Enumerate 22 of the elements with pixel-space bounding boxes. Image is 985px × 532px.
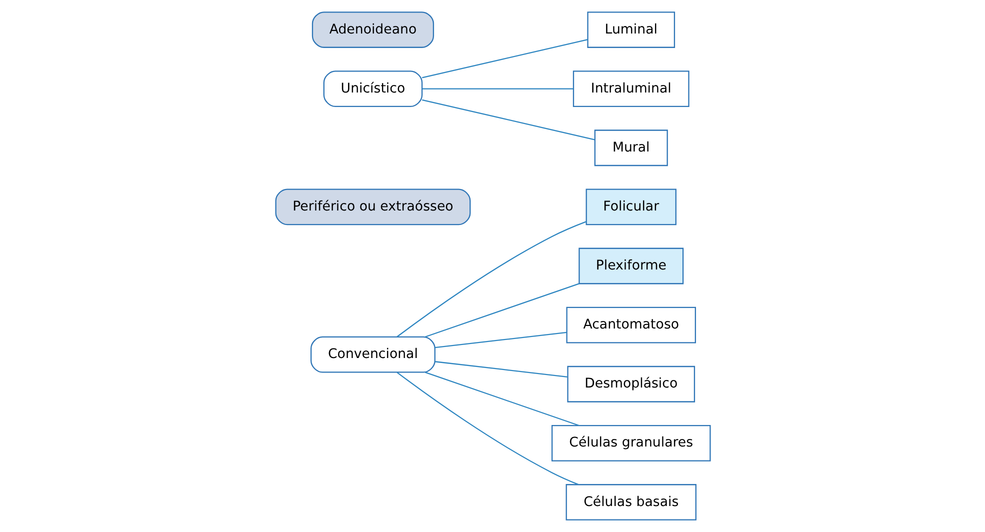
connector (434, 361, 567, 378)
connector (396, 221, 586, 338)
node-box: Acantomatoso (566, 306, 696, 344)
connector (422, 99, 594, 140)
node-box: Convencional (310, 336, 435, 373)
node-box: Luminal (586, 12, 675, 48)
node-box: Células basais (565, 484, 696, 520)
node-box: Células granulares (550, 424, 710, 462)
node-box: Folicular (585, 188, 676, 226)
node-box: Desmoplásico (566, 366, 695, 402)
node-box: Adenoideano (311, 12, 434, 48)
node-box: Intraluminal (572, 70, 689, 108)
connector (434, 332, 566, 348)
connector (424, 372, 579, 426)
connector (422, 88, 573, 90)
node-box: Mural (594, 130, 668, 166)
node-box: Plexiforme (578, 248, 684, 284)
node-box: Periférico ou extraósseo (274, 188, 470, 226)
connector (422, 38, 588, 78)
node-box: Unicístico (322, 70, 422, 108)
connector (396, 372, 578, 485)
connector (424, 283, 579, 338)
